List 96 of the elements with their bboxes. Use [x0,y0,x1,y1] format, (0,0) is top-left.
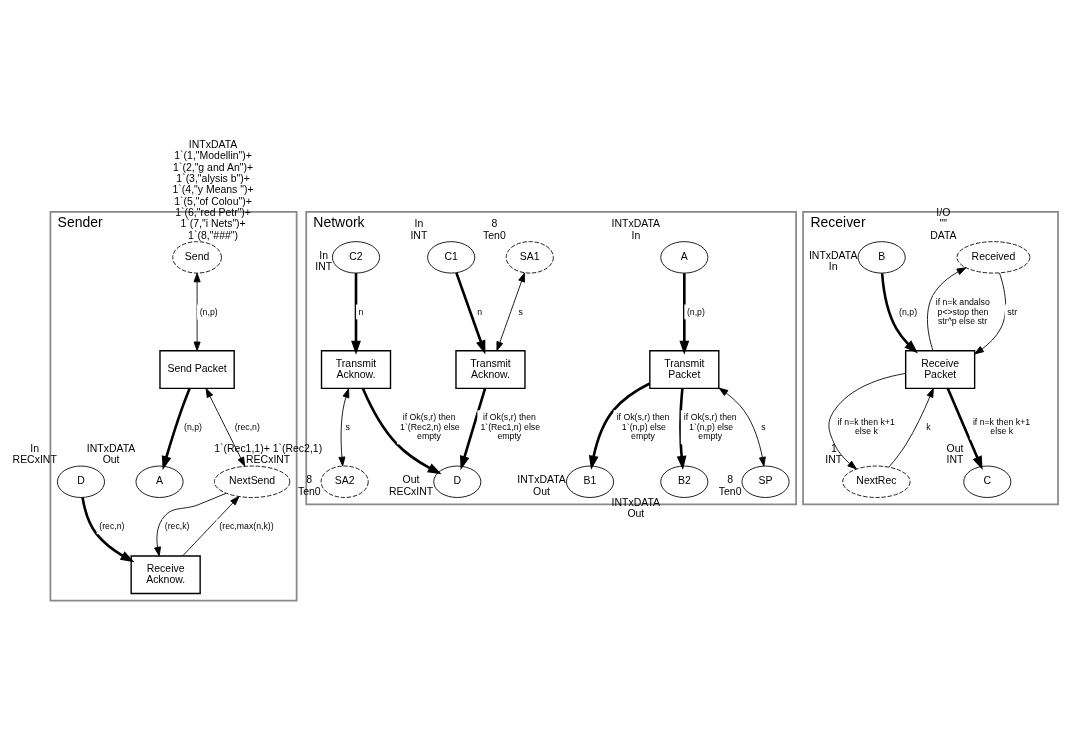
node-label: DATA [930,229,957,241]
node-label: 1`(Rec1,1)+ 1`(Rec2,1) [214,442,323,454]
arrow [588,382,651,470]
edge-label: (rec,k) [164,521,190,532]
node-box: Send Packet [159,350,235,390]
arrow [182,496,240,557]
node-box: Receive Acknow. [130,555,201,595]
node-box: Transmit Packet [649,350,720,390]
node-ellipse: Send [172,241,222,274]
node-label: INT [410,229,428,241]
edge-label: s [518,306,523,317]
edge-label: (rec,n) [234,421,260,432]
arrow [351,273,361,355]
edge-label: (n,p) [899,306,918,317]
node-ellipse: C2 [332,241,380,274]
edge-label: if Ok(s,r) then 1`(n,p) else empty [616,412,670,442]
node-ellipse: B1 [566,465,615,498]
arrow [338,388,350,467]
arrow [676,388,687,470]
node-box: Receive Packet [904,350,976,390]
node-ellipse: A [135,465,184,498]
arrow [193,272,201,352]
edge-label: if n=k then k+1 else k [837,416,895,437]
arrow [81,497,135,563]
node-ellipse: B2 [660,465,709,498]
edge-label: (rec,n) [99,521,125,532]
node-label: 8 [491,218,498,230]
edge-label: k [926,421,931,432]
node-ellipse: SA1 [505,241,554,274]
node-label: INTxDATA [808,249,858,261]
arrow [927,267,967,351]
edge-label: if n=k then k+1 else k [972,416,1031,437]
node-label: In [414,218,424,230]
node-label: INTxDATA [188,138,238,150]
node-label: Out [627,508,645,520]
edge-label: if Ok(s,r) then 1`(n,p) else empty [683,412,737,442]
node-ellipse: NextRec [842,465,911,498]
node-label: RECxINT [12,454,57,466]
node-label: RECxINT [246,454,291,466]
node-ellipse: NextSend [213,465,291,498]
node-label: Ten0 [297,485,321,497]
node-label: 1`(1,"Modellin")+ 1`(2,"g and An")+ 1`(3,"alysis b")+ 1`(4,"y Means ")+ 1`(5,"of Colou")+ 1`(6,"red Petr")+ 1`(7,"i Nets")+ 1`(8,"###") [172,150,254,241]
edge-label: if Ok(s,r) then 1`(Rec1,n) else empty [480,412,541,442]
node-label: INTxDATA [611,218,661,230]
node-label: INT [946,454,964,466]
arrow [718,387,766,467]
node-label: RECxINT [388,485,434,497]
node-label: In [319,249,329,261]
edge-label: if Ok(s,r) then 1`(Rec2,n) else empty [400,412,460,442]
node-label: 1 [830,442,837,454]
node-ellipse: SP [741,465,790,498]
node-label: Out [402,474,420,486]
node-ellipse: C1 [427,241,476,274]
node-label: Out [102,454,120,466]
edge-label: (n,p) [184,421,202,432]
arrow [154,492,227,557]
edge-label: n [358,306,364,317]
arrow [161,388,191,470]
edge-label: s [761,421,766,432]
node-label: 8 [727,474,734,486]
arrow [679,273,690,355]
node-label: INTxDATA [86,442,136,454]
edge-label: n [477,306,483,317]
node-ellipse: A [660,241,709,274]
node-label: INT [315,261,333,273]
edge-label: s [345,421,350,432]
edge-label: (n,p) [686,306,705,317]
node-label: INT [825,454,843,466]
node-label: In [631,229,641,241]
node-ellipse: B [857,241,906,274]
node-box: Transmit Acknow. [455,350,526,390]
arrow [974,272,1007,355]
node-label: INTxDATA [517,474,566,486]
edge-label: str [1007,306,1018,317]
arrow [946,387,983,471]
node-label: Ten0 [718,485,742,497]
edge-label: if n=k andalso p<>stop then str^p else str [935,296,990,327]
node-label: "" [939,218,948,230]
node-box: Transmit Acknow. [320,350,392,390]
node-label: Out [533,485,550,497]
arrow [828,372,907,470]
node-ellipse: D [433,465,482,498]
node-label: INTxDATA [611,496,661,508]
node-label: Out [946,442,964,454]
arrow [459,388,487,470]
node-label: 8 [306,474,313,486]
arrow [205,388,246,467]
node-ellipse: D [56,465,105,498]
node-label: In [30,442,40,454]
edge-label: (n,p) [199,306,218,317]
node-label: Ten0 [483,229,506,241]
edge-label: (rec,max(n,k)) [219,521,274,532]
node-ellipse: SA2 [320,465,369,498]
node-label: In [828,261,838,273]
arrow [361,388,442,475]
node-ellipse: C [963,465,1012,498]
